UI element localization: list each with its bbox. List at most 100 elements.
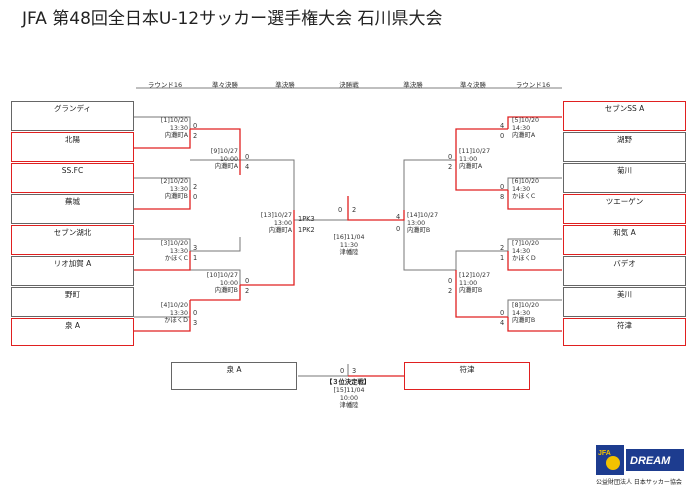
match-13-info: [13]10/27 13:00 内灘町A bbox=[246, 212, 292, 235]
match-12-info: [12]10/27 11:00 内灘町B bbox=[459, 272, 505, 295]
final-score-right: 2 bbox=[352, 206, 357, 214]
match-10-score-top: 0 bbox=[245, 277, 250, 285]
third-time: 10:00 bbox=[339, 394, 359, 402]
match-13-time: 13:00 bbox=[273, 219, 292, 227]
match-10-code: [10]10/27 bbox=[206, 272, 238, 279]
match-5-time: 14:30 bbox=[512, 124, 531, 132]
match-6-venue: かほくC bbox=[512, 193, 536, 201]
team-left-4: 蕪城 bbox=[11, 194, 134, 224]
match-9-code: [9]10/27 bbox=[210, 148, 238, 155]
final-score-left: 0 bbox=[338, 206, 343, 214]
header-sf-right: 準決勝 bbox=[403, 81, 423, 89]
match-8-time: 14:30 bbox=[512, 309, 531, 317]
match-3-code: [3]10/20 bbox=[160, 240, 188, 247]
match-3-venue: かほくC bbox=[164, 255, 188, 263]
match-8-score-top: 0 bbox=[500, 309, 505, 317]
team-left-1: グランディ bbox=[11, 101, 134, 131]
team-left-8: 泉 A bbox=[11, 318, 134, 346]
match-9-score-top: 0 bbox=[245, 153, 250, 161]
match-5-code: [5]10/20 bbox=[512, 117, 540, 124]
third-place-team-left: 泉 A bbox=[171, 362, 297, 390]
final-info: [16]11/04 11:30 津幡陸 bbox=[316, 234, 382, 257]
match-5-score-top: 4 bbox=[500, 122, 505, 130]
match-6-code: [6]10/20 bbox=[512, 178, 540, 185]
match-7-info: [7]10/20 14:30 かほくD bbox=[512, 240, 562, 263]
match-10-info: [10]10/27 10:00 内灘町B bbox=[194, 272, 238, 295]
match-8-venue: 内灘町B bbox=[512, 317, 536, 325]
match-5-venue: 内灘町A bbox=[512, 132, 536, 140]
match-6-score-top: 0 bbox=[500, 183, 505, 191]
team-right-5: 和気 A bbox=[563, 225, 686, 255]
team-left-2: 北陽 bbox=[11, 132, 134, 162]
match-11-score-top: 0 bbox=[448, 153, 453, 161]
match-1-time: 13:30 bbox=[169, 124, 188, 132]
match-14-code: [14]10/27 bbox=[407, 212, 439, 219]
header-round16-left: ラウンド16 bbox=[147, 81, 183, 89]
match-7-score-top: 2 bbox=[500, 244, 505, 252]
match-4-venue: かほくD bbox=[164, 317, 188, 325]
team-right-1: セブンSS A bbox=[563, 101, 686, 131]
match-14-score-top: 4 bbox=[396, 213, 401, 221]
match-2-time: 13:30 bbox=[169, 185, 188, 193]
match-12-venue: 内灘町B bbox=[459, 287, 483, 295]
team-left-5: セブン湖北 bbox=[11, 225, 134, 255]
match-10-time: 10:00 bbox=[219, 279, 238, 287]
match-9-score-bottom: 4 bbox=[245, 163, 250, 171]
match-1-score-top: 0 bbox=[193, 122, 198, 130]
match-4-score-top: 0 bbox=[193, 309, 198, 317]
team-left-7: 野町 bbox=[11, 287, 134, 317]
page-title: JFA 第48回全日本U-12サッカー選手権大会 石川県大会 bbox=[22, 9, 443, 29]
match-2-info: [2]10/20 13:30 内灘町B bbox=[140, 178, 188, 201]
team-right-6: バデオ bbox=[563, 256, 686, 286]
final-code: [16]11/04 bbox=[333, 234, 365, 241]
match-11-code: [11]10/27 bbox=[459, 148, 491, 155]
match-14-score-bottom: 0 bbox=[396, 225, 401, 233]
match-10-venue: 内灘町B bbox=[214, 287, 238, 295]
third-info: [15]11/04 10:00 津幡陸 bbox=[316, 387, 382, 410]
match-1-info: [1]10/20 13:30 内灘町A bbox=[140, 117, 188, 140]
third-venue: 津幡陸 bbox=[339, 402, 359, 410]
header-sf-left: 準決勝 bbox=[275, 81, 295, 89]
jfa-dream-logo: JFA DREAM bbox=[596, 445, 684, 475]
match-8-code: [8]10/20 bbox=[512, 302, 540, 309]
match-6-time: 14:30 bbox=[512, 185, 531, 193]
match-8-score-bottom: 4 bbox=[500, 319, 505, 327]
logo-dream-text: DREAM bbox=[630, 455, 671, 467]
third-score-left: 0 bbox=[340, 367, 345, 375]
match-14-info: [14]10/27 13:00 内灘町B bbox=[407, 212, 453, 235]
match-12-time: 11:00 bbox=[459, 279, 478, 287]
match-4-info: [4]10/20 13:30 かほくD bbox=[140, 302, 188, 325]
header-qf-right: 準々決勝 bbox=[460, 81, 486, 89]
match-13-pk-bottom: 1PK2 bbox=[298, 226, 315, 234]
match-1-code: [1]10/20 bbox=[160, 117, 188, 124]
footer-org: 公益財団法人 日本サッカー協会 bbox=[596, 479, 682, 486]
match-2-code: [2]10/20 bbox=[160, 178, 188, 185]
third-caption: 【３位決定戦】 bbox=[325, 379, 371, 386]
team-right-8: 符津 bbox=[563, 318, 686, 346]
match-4-score-bottom: 3 bbox=[193, 319, 198, 327]
header-round16-right: ラウンド16 bbox=[515, 81, 551, 89]
match-3-time: 13:30 bbox=[169, 247, 188, 255]
crow-icon bbox=[606, 456, 620, 470]
match-7-code: [7]10/20 bbox=[512, 240, 540, 247]
match-7-venue: かほくD bbox=[512, 255, 536, 263]
match-13-code: [13]10/27 bbox=[260, 212, 292, 219]
match-1-venue: 内灘町A bbox=[164, 132, 188, 140]
final-time: 11:30 bbox=[339, 241, 359, 249]
match-9-info: [9]10/27 10:00 内灘町A bbox=[194, 148, 238, 171]
match-14-venue: 内灘町B bbox=[407, 227, 431, 235]
match-6-score-bottom: 8 bbox=[500, 193, 505, 201]
match-5-score-bottom: 0 bbox=[500, 132, 505, 140]
match-3-score-bottom: 1 bbox=[193, 254, 198, 262]
match-12-score-top: 0 bbox=[448, 277, 453, 285]
match-4-code: [4]10/20 bbox=[160, 302, 188, 309]
match-2-score-bottom: 0 bbox=[193, 193, 198, 201]
dream-banner bbox=[626, 449, 684, 471]
match-5-info: [5]10/20 14:30 内灘町A bbox=[512, 117, 562, 140]
match-10-score-bottom: 2 bbox=[245, 287, 250, 295]
team-left-6: リオ加賀 A bbox=[11, 256, 134, 286]
match-7-time: 14:30 bbox=[512, 247, 531, 255]
match-11-info: [11]10/27 11:00 内灘町A bbox=[459, 148, 505, 171]
match-3-info: [3]10/20 13:30 かほくC bbox=[140, 240, 188, 263]
